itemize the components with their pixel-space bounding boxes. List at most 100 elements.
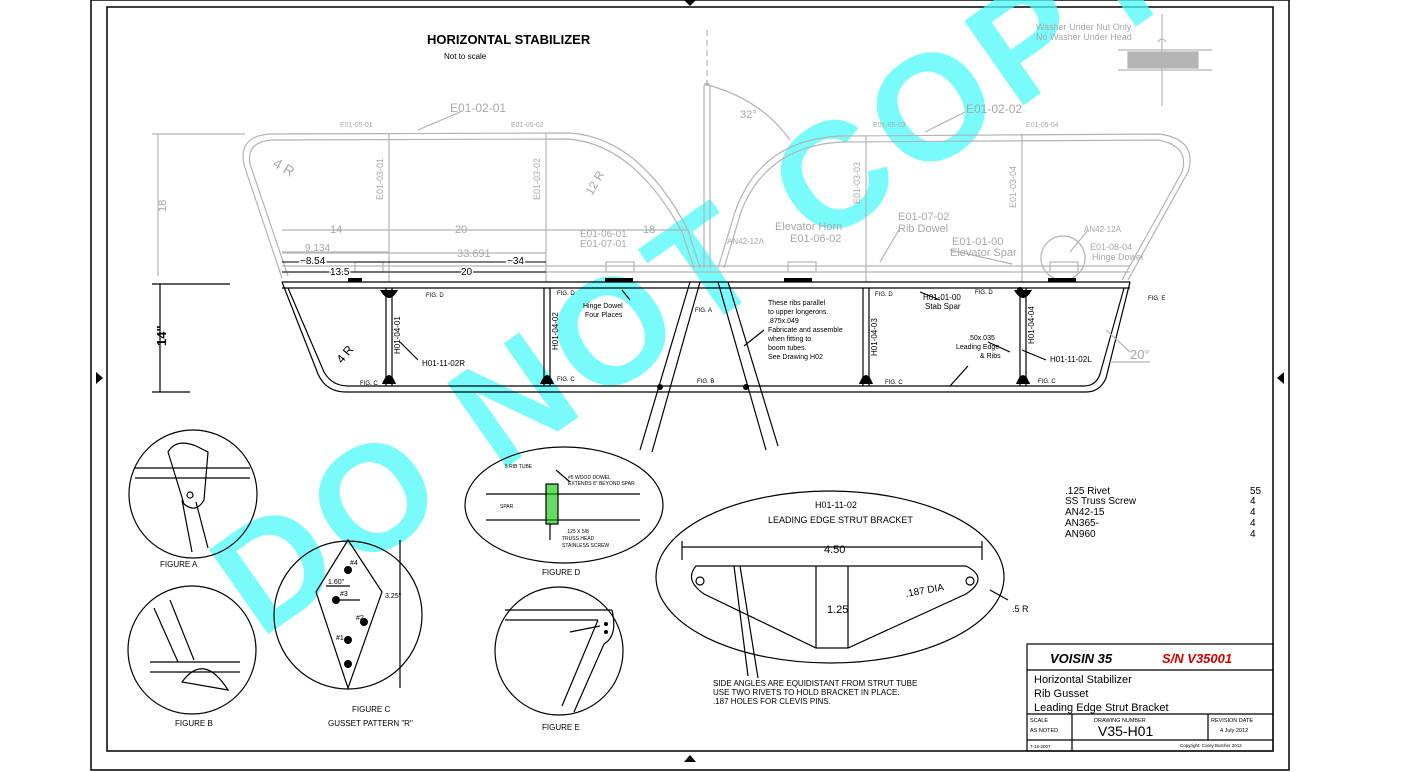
callout-fig-d-2: FIG. D	[557, 291, 575, 297]
label-rib-dowel: Rib Dowel	[898, 223, 948, 235]
figure-d-dowel-1: #5 WOOD DOWEL	[568, 475, 611, 481]
label-le-2: Leading Edge	[956, 344, 999, 351]
tb-desc-2: Rib Gusset	[1034, 688, 1088, 700]
figure-d-screw-2: TRUSS HEAD	[562, 536, 595, 542]
label-e010501: E01-05-01	[340, 122, 373, 129]
figure-b	[127, 585, 257, 715]
label-hinge-dowel-ghost: Hinge Dowel	[1092, 252, 1143, 262]
label-hinge-dowel: Hinge Dowel	[583, 303, 623, 310]
label-h011102r: H01-11-02R	[422, 359, 465, 368]
dim-14: 14	[330, 224, 342, 236]
label-e010201: E01-02-01	[450, 101, 506, 115]
label-le-3: & Ribs	[980, 353, 1001, 360]
dim-34: ~34	[507, 256, 524, 267]
part-qty-5: 4	[1250, 529, 1256, 540]
dim-854: ~8.54	[300, 256, 326, 267]
callout-fig-a: FIG. A	[695, 308, 712, 314]
dim-20b: 20	[461, 267, 473, 278]
label-e010503: E01-05-03	[873, 122, 906, 129]
figure-e	[494, 586, 624, 716]
border-markers	[96, 0, 1284, 762]
callout-fig-d-3: FIG. D	[875, 292, 893, 298]
part-name-3: AN42-15	[1065, 507, 1105, 518]
figure-c-hole-2: #2	[356, 615, 364, 622]
callout-fig-c-4: FIG. C	[1038, 379, 1056, 385]
bracket-dim-187: .187 DIA	[905, 582, 946, 600]
figure-d-dowel-2: EXTENDS 8" BEYOND SPAR	[568, 481, 635, 487]
figure-d-label: FIGURE D	[542, 568, 580, 577]
bracket-dim-5r: .5 R	[1012, 604, 1029, 614]
stabilizer-frame	[152, 281, 1150, 453]
label-an4212a-right: AN42-12A	[1084, 225, 1122, 234]
bracket-note-3: .187 HOLES FOR CLEVIS PINS.	[713, 697, 831, 706]
callout-fig-c-3: FIG. C	[885, 380, 903, 386]
figure-c-holes	[332, 566, 368, 668]
label-elevator-horn: Elevator Horn	[775, 221, 842, 233]
figure-c-label-2: GUSSET PATTERN "R"	[328, 719, 413, 728]
tb-date: 7-15-2007	[1030, 744, 1051, 749]
label-stab-spar: Stab Spar	[925, 302, 961, 311]
label-e010701: E01-07-01	[580, 239, 627, 250]
label-four-places: Four Places	[585, 312, 623, 319]
dim-20: 20	[455, 224, 467, 236]
upper-dimensions	[282, 261, 546, 273]
bracket-dim-125: 1.25	[827, 604, 848, 616]
tb-drawing-label: DRAWING NUMBER	[1094, 718, 1146, 724]
figure-b-label: FIGURE B	[175, 719, 213, 728]
title-block	[1026, 643, 1274, 752]
label-e010601: E01-06-01	[580, 229, 627, 240]
part-name-1: .125 Rivet	[1065, 486, 1110, 497]
sheet-border	[90, 0, 1290, 771]
label-e010602: E01-06-02	[790, 233, 841, 245]
label-e010702: E01-07-02	[898, 211, 949, 223]
figure-c-hole-4: #4	[350, 560, 358, 567]
dim-33691: 33.691	[457, 248, 491, 260]
strut-bracket-labels: H01-11-02 LEADING EDGE STRUT BRACKET 4.5…	[713, 500, 1029, 706]
label-12r: 12 R	[582, 168, 607, 197]
note-line-7: See Drawing H02	[768, 354, 823, 361]
drawing-subtitle: Not to scale	[444, 52, 487, 61]
rib-h010402: H01-04-02	[551, 312, 560, 350]
figure-d-spar: SPAR	[500, 504, 514, 510]
figure-a-label: FIGURE A	[160, 560, 198, 569]
tb-drawing-value: V35-H01	[1098, 723, 1153, 739]
label-h011102l: H01-11-02L	[1050, 355, 1092, 364]
tb-rev-label: REVISION DATE	[1211, 718, 1253, 724]
label-e010804: E01-08-04	[1090, 242, 1132, 252]
label-washer-2: No Washer Under Head	[1036, 32, 1132, 42]
title-block-text: VOISIN 35 S/N V35001 Horizontal Stabiliz…	[1030, 651, 1253, 749]
label-an4212a-left: AN42-12A	[727, 237, 765, 246]
tb-desc-3: Leading Edge Strut Bracket	[1034, 702, 1169, 714]
stabilizer-hardware	[348, 278, 1076, 390]
tb-desc-1: Horizontal Stabilizer	[1034, 674, 1132, 686]
figure-c-dim-325: 3.25"	[385, 593, 402, 600]
bracket-note-2: USE TWO RIVETS TO HOLD BRACKET IN PLACE.	[713, 688, 900, 697]
label-e010304: E01-03-04	[1008, 166, 1018, 208]
rib-h010404: H01-04-04	[1027, 306, 1036, 344]
dim-14in: 14"	[154, 325, 169, 346]
callout-fig-e: FIG. E	[1148, 296, 1165, 302]
tb-copyright: Copyright: Corey Butcher 2012	[1180, 743, 1242, 748]
note-line-1: These ribs parallel	[768, 300, 826, 307]
elevator-ghost-labels: E01-02-01 E01-02-02 E01-05-01 E01-05-02 …	[157, 22, 1143, 262]
bracket-title: LEADING EDGE STRUT BRACKET	[768, 515, 913, 525]
dim-18-vertical: 18	[157, 200, 169, 212]
part-qty-1: 55	[1250, 486, 1262, 497]
strut-bracket	[655, 490, 1009, 679]
figure-c-label-1: FIGURE C	[352, 705, 390, 714]
label-e010502: E01-05-02	[511, 122, 544, 129]
figure-c-hole-3: #3	[340, 591, 348, 598]
tb-model: VOISIN 35	[1050, 651, 1113, 666]
part-qty-3: 4	[1250, 507, 1256, 518]
note-line-2: to upper longerons.	[768, 309, 828, 316]
bracket-note-1: SIDE ANGLES ARE EQUIDISTANT FROM STRUT T…	[713, 679, 917, 688]
rib-h010403: H01-04-03	[870, 318, 879, 356]
drawing-title: HORIZONTAL STABILIZER	[427, 32, 591, 47]
label-32deg: 32°	[740, 109, 757, 121]
tb-scale-label: SCALE	[1030, 718, 1048, 724]
note-line-3: .875x.049	[768, 318, 799, 325]
figure-c-labels: 1.60" 3.25" #4 #3 #2 #1 FIGURE C GUSSET …	[328, 560, 413, 728]
label-h010100: H01-01-00	[923, 293, 961, 302]
figure-c	[273, 538, 423, 690]
